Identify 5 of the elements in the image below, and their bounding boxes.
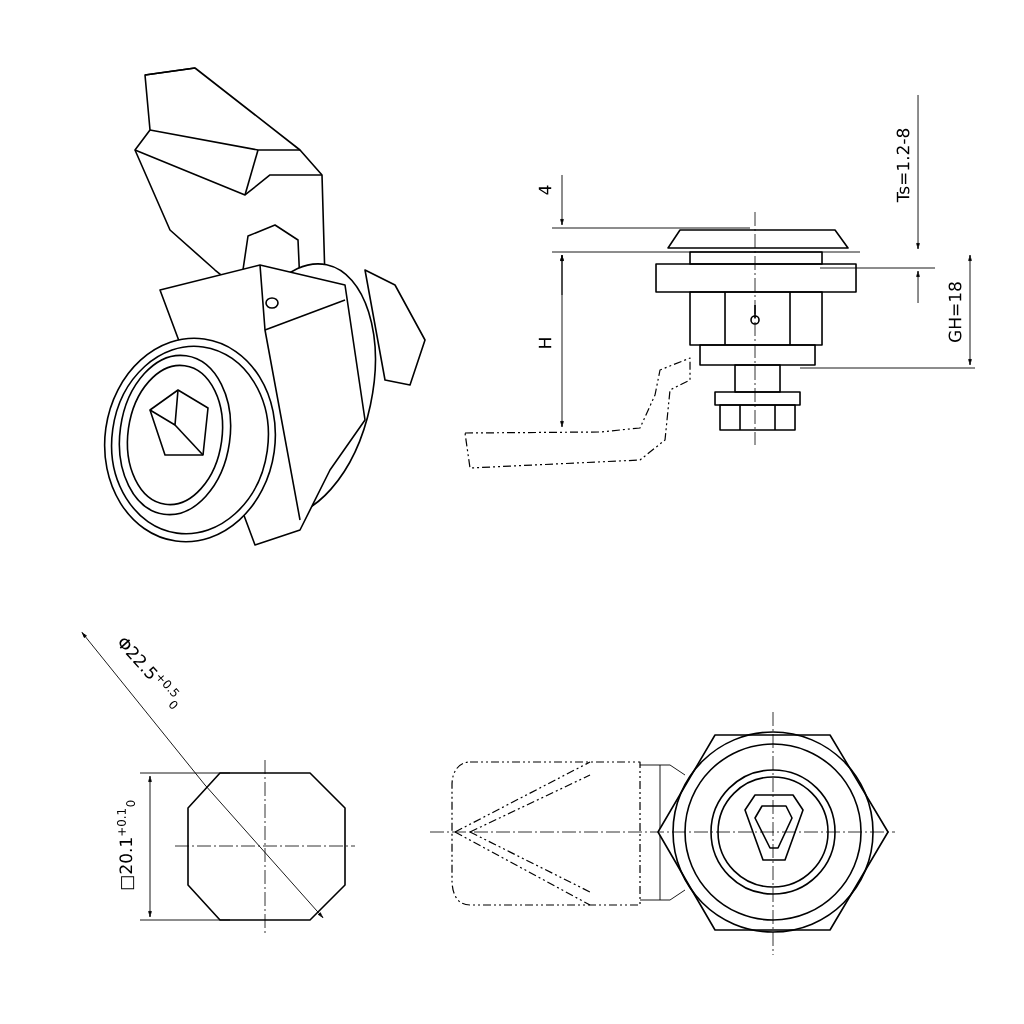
dimension-label: GH=18 (948, 282, 962, 342)
dimension-label: 4 (538, 185, 552, 195)
dimension-label: □20.1$^{+0.1}$0 (116, 800, 136, 890)
dimension-label: Ts=1.2-8 (896, 128, 910, 203)
dimension-label: H (538, 338, 552, 348)
